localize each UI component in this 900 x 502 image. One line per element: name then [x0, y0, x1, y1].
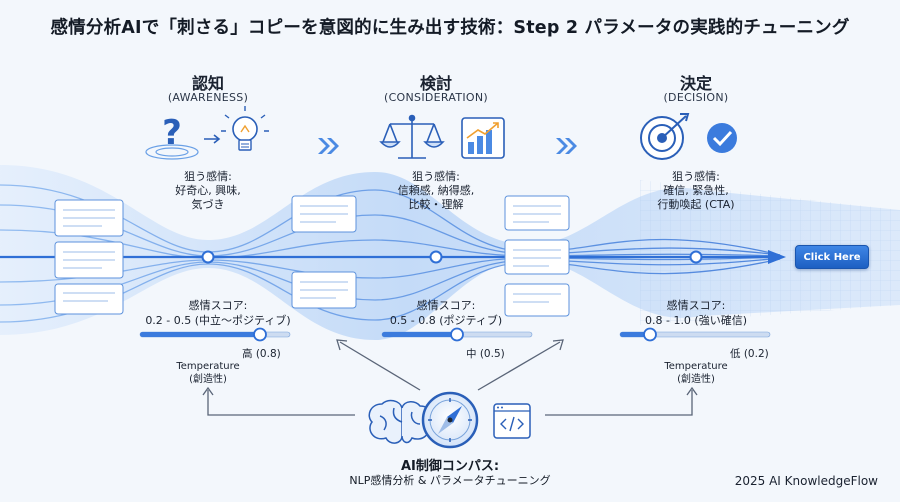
- copy-block: [54, 241, 124, 279]
- compass-subtitle: NLP感情分析 & パラメータチューニング: [349, 474, 551, 487]
- target-emotion-line: 狙う感情:: [184, 170, 232, 183]
- arrow-right-icon: [204, 134, 221, 144]
- emotion-score-awareness: 感情スコア: 0.2 - 0.5 (中立〜ポジティブ): [108, 298, 328, 328]
- stage-title-awareness: 認知: [191, 74, 224, 93]
- copy-block: [291, 195, 357, 233]
- emotion-score-consideration: 感情スコア: 0.5 - 0.8 (ポジティブ): [336, 298, 556, 328]
- stage-title-decision: 決定: [679, 74, 712, 93]
- copy-block: [504, 239, 570, 275]
- emotion-score-line: 0.2 - 0.5 (中立〜ポジティブ): [145, 314, 291, 327]
- stage-chevrons: [318, 138, 577, 154]
- emotion-score-decision: 感情スコア: 0.8 - 1.0 (強い確信): [586, 298, 806, 328]
- target-emotion-line: 狙う感情:: [672, 170, 720, 183]
- target-emotion-line: 行動喚起 (CTA): [657, 198, 735, 211]
- emotion-score-line: 0.8 - 1.0 (強い確信): [644, 314, 748, 327]
- check-circle-icon: [707, 123, 737, 153]
- target-emotion-line: 狙う感情:: [412, 170, 460, 183]
- stage-node-awareness: [201, 250, 215, 264]
- emotion-score-line: 感情スコア:: [416, 299, 476, 312]
- svg-text:?: ?: [162, 113, 182, 153]
- copy-block: [291, 271, 357, 309]
- copy-blocks: [54, 195, 570, 317]
- temperature-value-awareness: 高 (0.8): [242, 348, 281, 360]
- question-mark-icon: ?: [145, 113, 199, 160]
- stage-subtitle-decision: (DECISION): [663, 91, 729, 104]
- temperature-sliders: [139, 327, 771, 342]
- temperature-label-awareness: Temperature (創造性): [138, 360, 278, 386]
- scale-icon: [379, 114, 445, 159]
- temperature-label-line: Temperature: [176, 361, 240, 372]
- rising-chart-icon: [461, 117, 505, 159]
- copy-block: [54, 199, 124, 237]
- lightbulb-icon: [221, 106, 269, 151]
- page-title: 感情分析AIで「刺さる」コピーを意図的に生み出す技術：Step 2 パラメータの…: [50, 18, 850, 38]
- copy-block: [54, 283, 124, 315]
- compass-title: AI制御コンパス:: [400, 459, 500, 474]
- stage-node-consideration: [429, 250, 443, 264]
- target-emotion-line: 比較・理解: [408, 198, 464, 211]
- temperature-label-line: Temperature: [664, 361, 728, 372]
- target-emotion-line: 確信, 緊急性,: [663, 184, 729, 197]
- credit-text: 2025 AI KnowledgeFlow: [734, 474, 878, 488]
- target-emotion-line: 好奇心, 興味,: [175, 184, 241, 197]
- compass-icon: [421, 391, 479, 449]
- target-emotion-line: 信頼感, 納得感,: [397, 184, 475, 197]
- target-emotion-consideration: 狙う感情: 信頼感, 納得感, 比較・理解: [351, 170, 521, 212]
- target-icon: [640, 113, 690, 160]
- flow-lines: [0, 184, 781, 323]
- target-emotion-line: 気づき: [191, 198, 225, 211]
- target-emotion-awareness: 狙う感情: 好奇心, 興味, 気づき: [123, 170, 293, 212]
- temperature-label-line: (創造性): [189, 374, 227, 385]
- temperature-value-decision: 低 (0.2): [730, 348, 769, 360]
- stage-title-consideration: 検討: [419, 74, 452, 93]
- temperature-label-decision: Temperature (創造性): [626, 360, 766, 386]
- temperature-label-line: (創造性): [677, 374, 715, 385]
- emotion-score-line: 感情スコア:: [666, 299, 726, 312]
- flow-arrow-head: [768, 250, 786, 264]
- click-here-button[interactable]: Click Here: [795, 245, 869, 269]
- copy-block: [504, 195, 570, 231]
- emotion-score-line: 0.5 - 0.8 (ポジティブ): [389, 314, 503, 327]
- stage-node-decision: [689, 250, 703, 264]
- stage-subtitle-consideration: (CONSIDERATION): [383, 91, 488, 104]
- control-arrows: [202, 339, 698, 416]
- code-window-icon: [493, 403, 531, 439]
- temperature-slider-knob-consideration: [450, 327, 464, 342]
- temperature-slider-knob-awareness: [253, 327, 267, 342]
- emotion-score-line: 感情スコア:: [188, 299, 248, 312]
- temperature-value-consideration: 中 (0.5): [466, 348, 505, 360]
- stage-subtitle-awareness: (AWARENESS): [167, 91, 249, 104]
- target-emotion-decision: 狙う感情: 確信, 緊急性, 行動喚起 (CTA): [611, 170, 781, 212]
- copy-block: [504, 283, 570, 317]
- stage-nodes: [201, 250, 703, 264]
- temperature-slider-knob-decision: [643, 327, 657, 342]
